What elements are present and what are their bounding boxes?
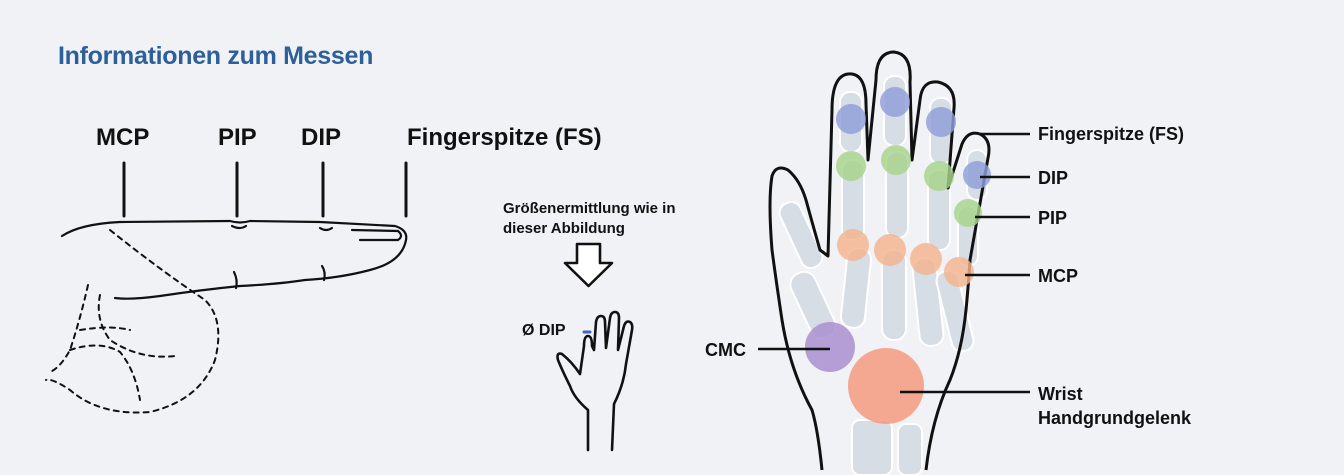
wrist-joint [848,348,924,424]
measurement-note-line1: Größenermittlung wie in [503,200,676,217]
pip-joints [836,145,982,227]
hand-outline [768,50,991,471]
measurement-note: Größenermittlung wie in dieser Abbildung [503,199,676,239]
dip-diameter-label: Ø DIP [522,322,566,339]
finger-label-dip: DIP [301,124,342,151]
crease-dip-top [318,226,334,232]
hand-label-wrist-de: Handgrundgelenk [1038,408,1192,428]
small-hand-icon [556,310,634,452]
hand-label-dip: DIP [1038,168,1069,188]
finger-outline [60,219,408,300]
finger-label-pip: PIP [218,124,257,151]
cmc-joint [805,322,855,372]
hand-label-pip: PIP [1038,208,1068,228]
finger-label-fs: Fingerspitze (FS) [407,124,602,151]
hand-label-fs: Fingerspitze (FS) [1038,124,1185,144]
hand-label-mcp: MCP [1038,266,1078,286]
crease-dip-bottom [320,264,326,282]
crease-pip-bottom [232,270,238,290]
callout-lines [758,132,1030,394]
hand-label-cmc: CMC [705,340,746,360]
hand-label-wrist: Wrist Handgrundgelenk [1038,382,1191,430]
finger-label-mcp: MCP [96,124,150,151]
finger-side-view [45,161,408,414]
measurement-note-line2: dieser Abbildung [503,220,625,237]
dip-joints [836,87,991,189]
mcp-joints [837,229,974,287]
hand-label-wrist-en: Wrist [1038,384,1083,404]
down-arrow-icon [563,242,614,288]
page-title: Informationen zum Messen [58,42,374,70]
finger-nail [350,228,403,242]
crease-pip-top [230,224,248,230]
hand-xray-illustration [758,50,1030,475]
palm-dashed [45,229,220,414]
